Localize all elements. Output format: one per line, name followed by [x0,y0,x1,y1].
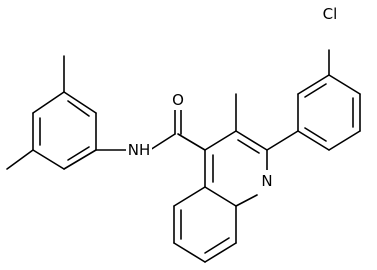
chlorophenyl-ring [266,49,361,151]
atom-label-nh: NH [126,140,152,160]
dimethylphenyl-ring [32,91,97,170]
svg-text:Cl: Cl [323,5,338,23]
methyl-bonds-aryl [6,55,65,170]
quinoline-pyridine-ring [204,130,268,207]
atom-label-oxygen: O [170,90,188,110]
atom-label-ring-n: N [258,170,276,190]
svg-text:NH: NH [128,141,151,159]
amide-linkage [95,109,206,151]
svg-text:O: O [172,91,184,109]
quinoline-benzo-ring [173,186,237,263]
svg-text:N: N [261,172,272,190]
atom-label-cl: Cl [315,4,345,24]
